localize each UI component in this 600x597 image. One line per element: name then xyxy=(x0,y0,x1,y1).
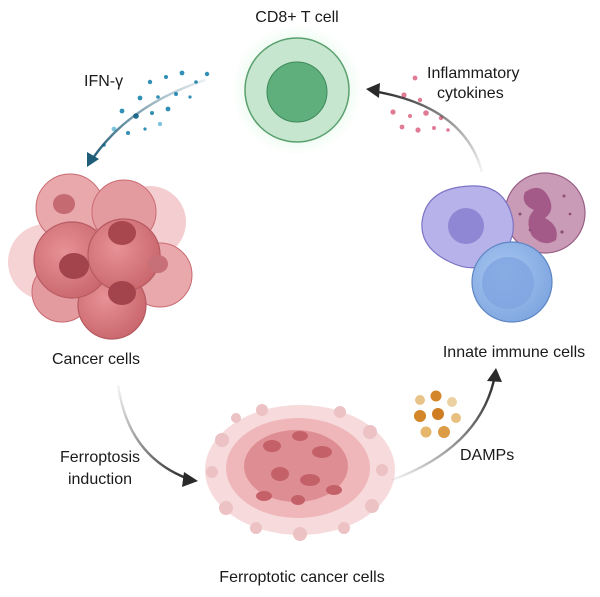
neutrophil-nucleus xyxy=(523,187,557,244)
damps-label: DAMPs xyxy=(460,447,514,464)
t-cell xyxy=(227,20,367,160)
cancer-cells-label: Cancer cells xyxy=(52,351,140,368)
ferroptosis-label-line2: induction xyxy=(68,471,132,488)
ifn-gamma-label: IFN-γ xyxy=(84,73,123,90)
cytokines-label-line2: cytokines xyxy=(437,85,504,102)
macrophage-nucleus xyxy=(448,208,484,244)
ferroptotic-cell-cluster xyxy=(205,404,395,541)
innate-immune-cells xyxy=(421,172,586,323)
damps-arrowhead xyxy=(487,368,502,382)
innate-immune-label: Innate immune cells xyxy=(443,344,585,361)
lymphocyte-nucleus xyxy=(482,257,534,309)
ifn-arrowhead xyxy=(87,152,99,167)
damps-arrow xyxy=(391,379,496,482)
cytokines-arrowhead xyxy=(366,83,380,98)
cytokine-dots xyxy=(390,75,450,133)
ferroptosis-arrowhead xyxy=(182,472,198,487)
cytokines-arrow xyxy=(377,90,484,173)
ifn-arrow xyxy=(92,78,206,159)
t-cell-nucleus xyxy=(266,61,328,123)
damp-dots xyxy=(414,390,461,438)
ferroptosis-label-line1: Ferroptosis xyxy=(60,449,140,466)
cancer-cell-cluster xyxy=(8,173,193,340)
cytokines-label-line1: Inflammatory xyxy=(427,65,519,82)
ferroptotic-cells-label: Ferroptotic cancer cells xyxy=(219,569,384,586)
t-cell-label: CD8+ T cell xyxy=(255,9,338,26)
ferroptosis-arrow xyxy=(116,384,187,480)
